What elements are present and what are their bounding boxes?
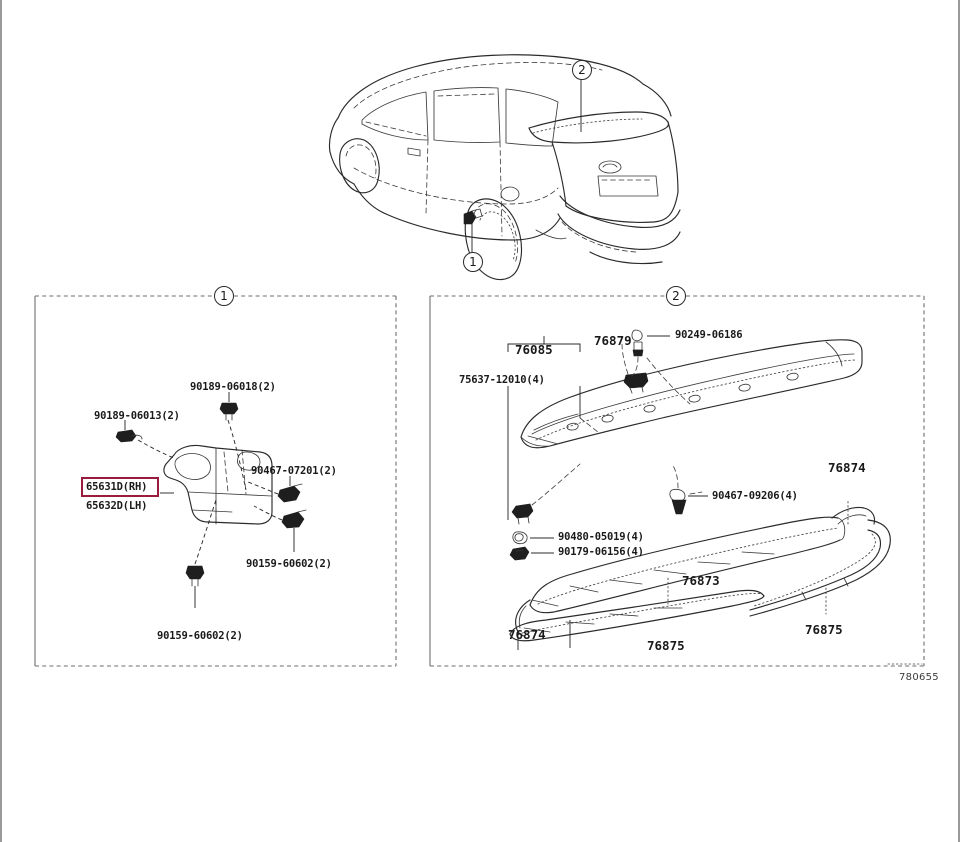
highlighted-part-box — [81, 477, 159, 497]
clip-75637-12010 — [511, 503, 534, 525]
part-76879-pad — [623, 372, 649, 394]
part-label-76879: 76879 — [594, 333, 632, 348]
fastener-90159-60602-right — [281, 509, 307, 552]
part-label-90189-06018: 90189-06018(2) — [190, 381, 276, 393]
panel-2-callout: 2 — [666, 286, 686, 306]
part-90249-06186-pin — [631, 329, 670, 357]
part-90480-05019-grommet — [512, 531, 554, 545]
part-label-76085: 76085 — [515, 342, 553, 357]
panel-2-content — [507, 329, 891, 650]
vehicle-callout-2: 2 — [572, 60, 592, 80]
part-label-90467-09206: 90467-09206(4) — [712, 490, 798, 502]
part-label-65632D-lh: 65632D(LH) — [86, 500, 148, 512]
part-label-76873: 76873 — [682, 573, 720, 588]
panel-frames — [34, 295, 925, 667]
part-label-90249-06186: 90249-06186 — [675, 329, 743, 341]
sheet-code: 780655 — [899, 672, 939, 683]
part-label-76874-left: 76874 — [508, 627, 546, 642]
part-label-90467-07201: 90467-07201(2) — [251, 465, 337, 477]
part-label-90159-60602-bottom: 90159-60602(2) — [157, 630, 243, 642]
fastener-90189-06013 — [115, 420, 143, 443]
part-90467-09206-clip — [669, 488, 708, 515]
part-label-90159-60602-right: 90159-60602(2) — [246, 558, 332, 570]
part-label-65631D-rh: 65631D(RH) — [86, 481, 148, 493]
fastener-90189-06018 — [219, 392, 239, 421]
part-label-76874-right: 76874 — [828, 460, 866, 475]
part-90179-06156-nut — [509, 546, 554, 561]
part-label-76875-right: 76875 — [805, 622, 843, 637]
part-label-90480-05019: 90480-05019(4) — [558, 531, 644, 543]
fastener-90159-60602-bottom — [185, 565, 205, 608]
panel-1-callout: 1 — [214, 286, 234, 306]
panel-1-content — [115, 392, 307, 608]
vehicle-illustration — [328, 54, 681, 281]
part-label-76875-bottom: 76875 — [647, 638, 685, 653]
part-label-90189-06013: 90189-06013(2) — [94, 410, 180, 422]
vehicle-callout-1: 1 — [463, 252, 483, 272]
fastener-90467-07201 — [277, 476, 303, 503]
part-label-75637-12010: 75637-12010(4) — [459, 374, 545, 386]
part-label-90179-06156: 90179-06156(4) — [558, 546, 644, 558]
